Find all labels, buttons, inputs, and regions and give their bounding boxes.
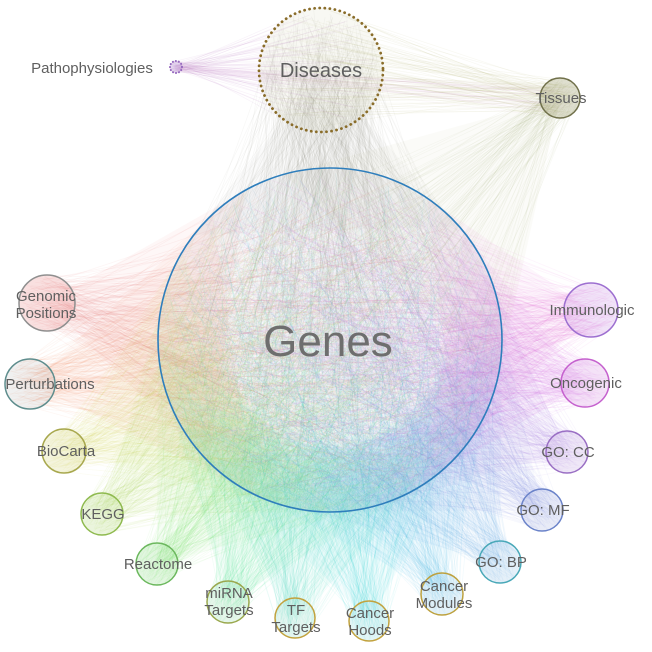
edge-bundle-genes-tf_targets [162,178,501,637]
edge-wedge-mirna_targets [165,388,419,602]
edge-bundle-diseases-pathophysiologies [169,11,376,127]
edge-wedge-cancer_modules [249,383,497,594]
node-reactome[interactable] [135,542,179,586]
edge-bundle-genes-cancer_modules [168,170,500,615]
node-biocarta[interactable] [41,428,87,474]
node-label-pathophysiologies: Pathophysiologies [31,60,153,77]
node-label-perturbations: Perturbations [5,376,94,393]
edge-bundle-genes-oncogenic [163,175,609,510]
edge-bundle-genes-tissues [171,79,580,505]
node-label-kegg: KEGG [81,506,124,523]
edge-wedge-perturbations [30,214,255,495]
node-diseases[interactable] [257,6,385,134]
node-cancer_hoods[interactable] [348,600,390,642]
node-label-immunologic: Immunologic [549,302,635,319]
node-go_cc[interactable] [545,430,589,474]
edge-bundle-genes-perturbations [5,181,502,509]
node-label-go_cc: GO: CC [541,444,595,461]
node-cancer_modules[interactable] [420,572,464,616]
edge-bundle-genes-go_bp [162,182,521,584]
edge-bundle-diseases-tissues [262,8,578,127]
edge-wedge-go_cc [376,270,567,506]
edge-wedge-tf_targets [182,427,452,618]
node-oncogenic[interactable] [560,358,610,408]
edge-bundle-genes-biocarta [42,179,498,508]
edge-bundles [5,8,618,641]
edge-wedges [30,98,591,621]
nodes [4,6,619,642]
edge-bundle-genes-genomic_positions [20,193,489,505]
node-mirna_targets[interactable] [206,580,250,624]
edge-bundle-tissues-pathophysiologies [171,61,576,119]
node-immunologic[interactable] [563,282,619,338]
node-fills [158,168,502,512]
edge-bundle-genes-diseases [162,8,498,507]
node-go_bp[interactable] [478,540,522,584]
node-label-biocarta: BioCarta [37,443,96,460]
edge-bundle-genes-go_mf [168,174,563,530]
edge-bundle-genes-kegg [80,172,493,536]
node-tissues[interactable] [539,77,581,119]
edge-bundle-genes-go_cc [163,171,589,512]
node-genes[interactable] [157,167,503,513]
node-kegg[interactable] [80,492,124,536]
node-label-diseases: Diseases [280,60,362,82]
edge-wedge-oncogenic [421,232,585,486]
node-label-go_bp: GO: BP [475,554,527,571]
edge-bundle-genes-reactome [135,176,493,585]
node-pathophysiologies[interactable] [169,60,183,74]
edge-wedge-immunologic [427,197,591,457]
node-tf_targets[interactable] [274,597,316,639]
edge-wedge-tissues [284,98,560,378]
edge-wedge-kegg [102,293,332,514]
edge-wedge-go_mf [331,304,542,512]
node-label-genes: Genes [263,317,393,366]
node-genomic_positions[interactable] [18,274,76,332]
edge-wedge-biocarta [64,252,289,507]
edge-wedge-genomic_positions [47,190,246,463]
edge-wedge-cancer_hoods [208,424,480,621]
node-label-go_mf: GO: MF [516,502,569,519]
node-label-tissues: Tissues [535,90,586,107]
node-label-oncogenic: Oncogenic [550,375,622,392]
node-label-reactome: Reactome [124,556,192,573]
node-go_mf[interactable] [520,488,564,532]
edge-wedge-go_bp [286,341,502,562]
edge-wedge-reactome [157,339,375,564]
edge-bundle-genes-mirna_targets [161,168,492,622]
node-perturbations[interactable] [4,358,56,410]
